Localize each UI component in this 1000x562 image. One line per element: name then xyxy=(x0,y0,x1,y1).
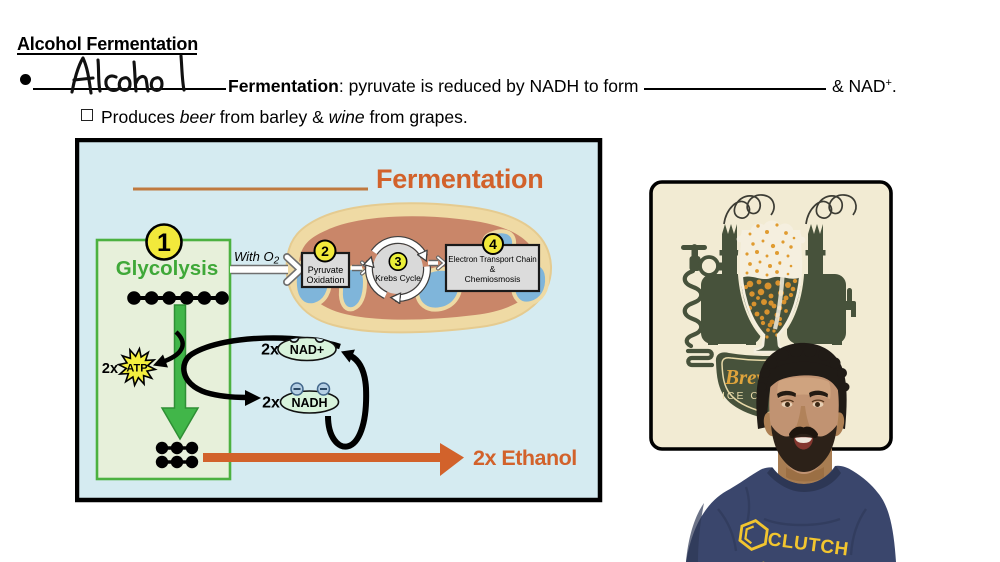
svg-text:Pyruvate: Pyruvate xyxy=(308,265,344,275)
svg-text:2: 2 xyxy=(321,243,329,259)
svg-text:2x Ethanol: 2x Ethanol xyxy=(473,446,577,470)
svg-text:&: & xyxy=(490,264,496,274)
svg-text:4: 4 xyxy=(489,236,497,252)
svg-text:3: 3 xyxy=(395,255,402,269)
svg-text:NAD+: NAD+ xyxy=(290,343,324,357)
svg-text:Oxidation: Oxidation xyxy=(306,275,344,285)
svg-text:2x: 2x xyxy=(261,342,279,359)
svg-text:Krebs Cycle: Krebs Cycle xyxy=(375,273,421,283)
svg-text:Electron Transport Chain: Electron Transport Chain xyxy=(448,255,537,264)
svg-text:1: 1 xyxy=(157,229,171,257)
svg-text:With O2: With O2 xyxy=(234,249,280,267)
svg-text:Chemiosmosis: Chemiosmosis xyxy=(465,274,521,284)
svg-text:NADH: NADH xyxy=(291,396,327,410)
svg-text:2x: 2x xyxy=(102,361,118,377)
svg-text:2x: 2x xyxy=(262,395,280,412)
svg-text:ICE C: ICE C xyxy=(722,390,760,402)
svg-text:ATP: ATP xyxy=(126,363,147,375)
svg-text:Fermentation: Fermentation xyxy=(376,164,543,194)
svg-text:Glycolysis: Glycolysis xyxy=(116,257,219,280)
